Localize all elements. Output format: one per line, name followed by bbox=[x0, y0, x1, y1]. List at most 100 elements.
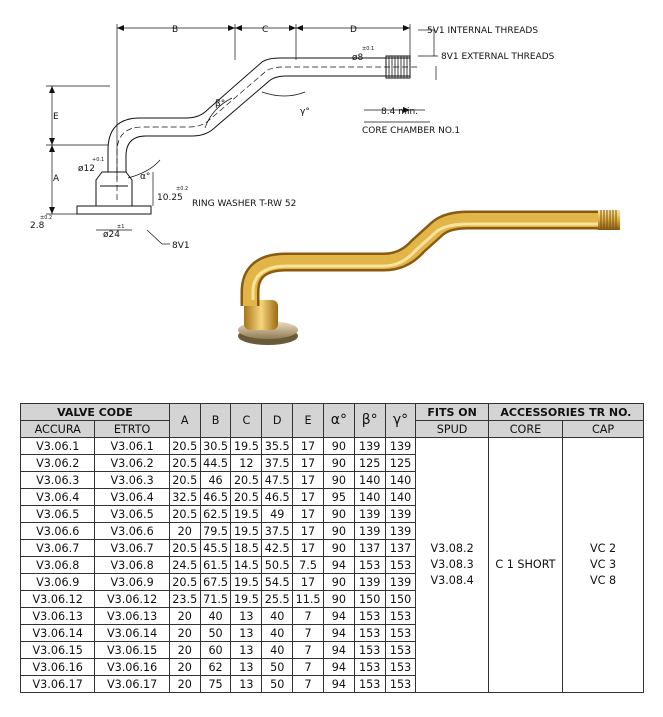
valve-photo bbox=[238, 210, 620, 345]
cell-accura: V3.06.15 bbox=[19, 641, 96, 659]
angle-beta-label: β° bbox=[215, 99, 225, 109]
cell-c: 20.5 bbox=[230, 471, 263, 489]
cell-d: 50.5 bbox=[261, 556, 294, 574]
cell-e: 17 bbox=[292, 488, 324, 506]
cell-a: 24.5 bbox=[168, 556, 201, 574]
dim-e-label: E bbox=[53, 112, 59, 122]
cell-a: 20 bbox=[168, 641, 201, 659]
cap-list: VC 2 VC 3 VC 8 bbox=[562, 437, 644, 693]
dim-c-label: C bbox=[262, 25, 268, 35]
cell-accura: V3.06.4 bbox=[19, 488, 96, 506]
fits-on-header: FITS ON bbox=[415, 403, 489, 421]
cap-list-item: VC 2 bbox=[590, 542, 617, 555]
base-dia-tolerance: ±1 bbox=[117, 224, 124, 230]
cell-c: 13 bbox=[230, 658, 263, 676]
cell-b: 45.5 bbox=[199, 539, 232, 557]
cell-alpha: 94 bbox=[322, 675, 355, 693]
cell-e: 17 bbox=[292, 454, 324, 472]
cell-beta: 139 bbox=[353, 522, 386, 540]
cell-e: 7 bbox=[292, 607, 324, 625]
col-etrto-header: ETRTO bbox=[94, 420, 170, 438]
dim-d-label: D bbox=[350, 25, 357, 35]
cell-etrto: V3.06.5 bbox=[94, 505, 170, 523]
cell-accura: V3.06.9 bbox=[19, 573, 96, 591]
cell-accura: V3.06.14 bbox=[19, 624, 96, 642]
tube-dia-label: ø8 bbox=[352, 53, 364, 63]
col-b-header: B bbox=[199, 403, 232, 438]
cell-accura: V3.06.12 bbox=[19, 590, 96, 608]
cell-a: 20.5 bbox=[168, 505, 201, 523]
cell-beta: 137 bbox=[353, 539, 386, 557]
cell-c: 19.5 bbox=[230, 590, 263, 608]
col-a-header: A bbox=[168, 403, 201, 438]
cell-a: 20.5 bbox=[168, 471, 201, 489]
col-e-header: E bbox=[292, 403, 324, 438]
cell-a: 20 bbox=[168, 675, 201, 693]
cell-gamma: 153 bbox=[384, 658, 417, 676]
valve-outline bbox=[76, 55, 418, 215]
cell-gamma: 153 bbox=[384, 624, 417, 642]
cell-c: 18.5 bbox=[230, 539, 263, 557]
cell-e: 7 bbox=[292, 675, 324, 693]
cell-gamma: 125 bbox=[384, 454, 417, 472]
cell-beta: 150 bbox=[353, 590, 386, 608]
cell-b: 62 bbox=[199, 658, 232, 676]
cell-a: 20 bbox=[168, 624, 201, 642]
cell-d: 47.5 bbox=[261, 471, 294, 489]
cell-b: 61.5 bbox=[199, 556, 232, 574]
cell-etrto: V3.06.1 bbox=[94, 437, 170, 455]
dim-a-label: A bbox=[53, 174, 60, 184]
cell-d: 40 bbox=[261, 641, 294, 659]
cell-b: 46.5 bbox=[199, 488, 232, 506]
base-height-tolerance: ±0.2 bbox=[40, 215, 52, 221]
cell-b: 30.5 bbox=[199, 437, 232, 455]
cell-gamma: 153 bbox=[384, 641, 417, 659]
cell-d: 25.5 bbox=[261, 590, 294, 608]
cell-beta: 139 bbox=[353, 573, 386, 591]
technical-drawing: B C D E A β° γ° α° 5V1 INTERNAL THREADS … bbox=[30, 24, 620, 345]
cell-etrto: V3.06.14 bbox=[94, 624, 170, 642]
cell-beta: 139 bbox=[353, 437, 386, 455]
spud-list-item: V3.08.2 bbox=[430, 542, 474, 555]
dimension-arrows bbox=[49, 25, 410, 214]
cell-alpha: 94 bbox=[322, 658, 355, 676]
cell-etrto: V3.06.16 bbox=[94, 658, 170, 676]
spec-table: VALVE CODE A B C D E α° β° γ° FITS ON AC… bbox=[19, 403, 645, 693]
cell-beta: 153 bbox=[353, 556, 386, 574]
cell-alpha: 90 bbox=[322, 437, 355, 455]
cell-d: 42.5 bbox=[261, 539, 294, 557]
cell-a: 23.5 bbox=[168, 590, 201, 608]
cell-beta: 153 bbox=[353, 675, 386, 693]
cap-list-item: VC 8 bbox=[590, 574, 617, 587]
cell-d: 35.5 bbox=[261, 437, 294, 455]
cap-list-item: VC 3 bbox=[590, 558, 617, 571]
cell-alpha: 94 bbox=[322, 607, 355, 625]
cell-beta: 153 bbox=[353, 607, 386, 625]
cell-gamma: 137 bbox=[384, 539, 417, 557]
cell-c: 14.5 bbox=[230, 556, 263, 574]
internal-threads-label: 5V1 INTERNAL THREADS bbox=[427, 26, 538, 36]
cell-gamma: 140 bbox=[384, 488, 417, 506]
cell-d: 54.5 bbox=[261, 573, 294, 591]
valve-code-header: VALVE CODE bbox=[20, 403, 170, 421]
angle-alpha-label: α° bbox=[140, 172, 150, 182]
cell-gamma: 139 bbox=[384, 573, 417, 591]
cell-b: 46 bbox=[199, 471, 232, 489]
core-chamber-label: CORE CHAMBER NO.1 bbox=[362, 126, 460, 136]
cell-d: 50 bbox=[261, 675, 294, 693]
bend-dia-label: ø12 bbox=[78, 164, 95, 174]
cell-alpha: 90 bbox=[322, 505, 355, 523]
external-threads-label: 8V1 EXTERNAL THREADS bbox=[441, 52, 555, 62]
base-thread-label: 8V1 bbox=[172, 241, 190, 251]
cell-accura: V3.06.7 bbox=[19, 539, 96, 557]
cell-alpha: 90 bbox=[322, 454, 355, 472]
cell-alpha: 90 bbox=[322, 539, 355, 557]
col-gamma-header: γ° bbox=[384, 403, 417, 438]
cell-beta: 139 bbox=[353, 505, 386, 523]
